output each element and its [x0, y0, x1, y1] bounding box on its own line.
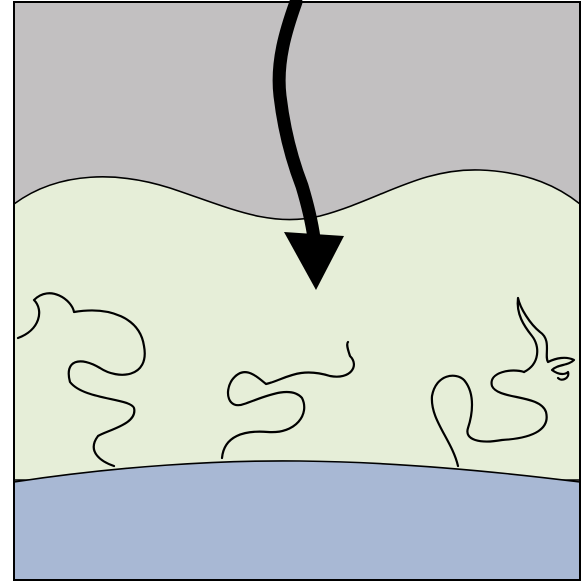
bottom-substrate [14, 461, 580, 580]
